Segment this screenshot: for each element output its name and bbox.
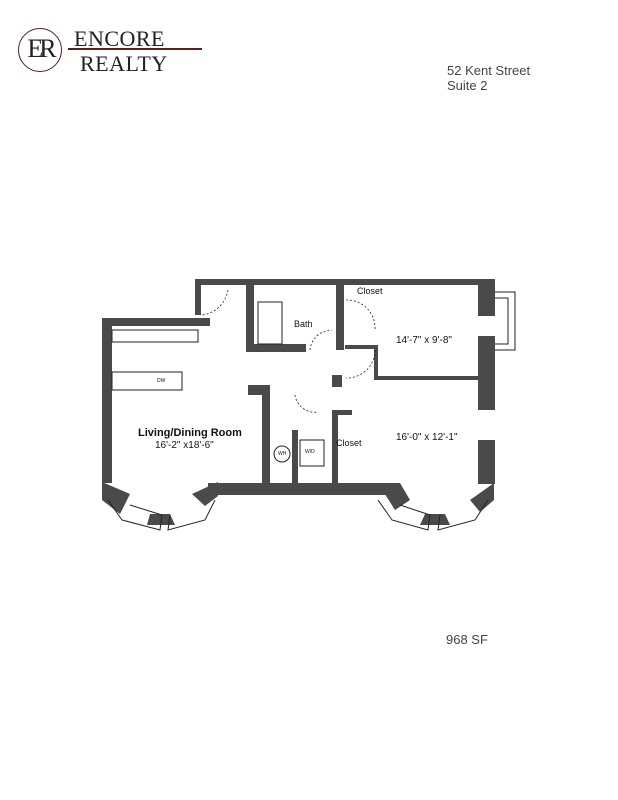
fixture-water-heater: WH xyxy=(278,451,287,457)
address-unit: Suite 2 xyxy=(447,78,488,93)
fixture-washer-dryer: W/D xyxy=(305,449,315,455)
fixture-dishwasher: DW xyxy=(157,378,166,384)
square-footage: 968 SF xyxy=(446,632,488,647)
logo-line2: REALTY xyxy=(80,51,168,76)
address-street: 52 Kent Street xyxy=(447,63,531,78)
property-address: 52 Kent Street Suite 2 xyxy=(447,63,530,93)
brand-logo: ER ENCORE REALTY xyxy=(18,24,202,76)
room-label-closet-top: Closet xyxy=(357,286,383,296)
logo-line1: ENCORE xyxy=(74,26,165,51)
room-label-closet-lower: Closet xyxy=(336,438,362,448)
logo-monogram: ER xyxy=(27,34,56,63)
room-label-living: Living/Dining Room xyxy=(138,427,242,439)
logo-divider xyxy=(68,48,202,50)
room-dims-bedroom2: 16'-0" x 12'-1" xyxy=(396,432,458,443)
room-dims-bedroom1: 14'-7" x 9'-8" xyxy=(396,335,452,346)
room-label-bath: Bath xyxy=(294,319,313,329)
room-dims-living: 16'-2" x18'-6" xyxy=(155,440,214,451)
logo-circle xyxy=(18,28,62,72)
